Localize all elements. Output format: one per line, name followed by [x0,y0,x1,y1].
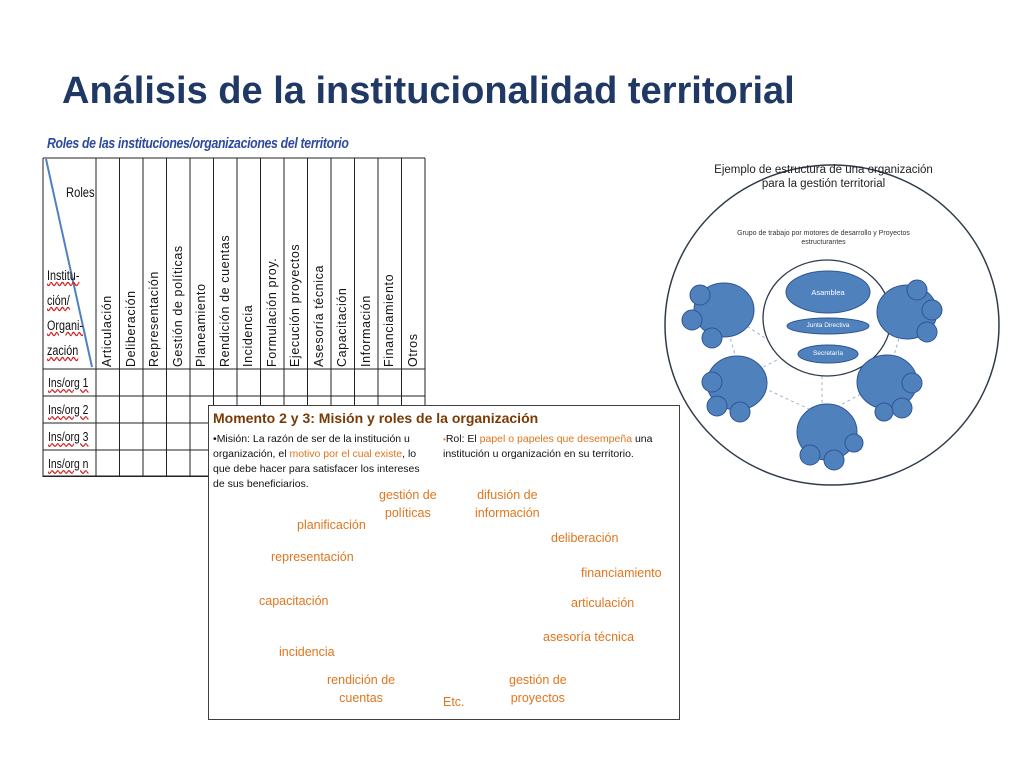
institution-header: Institu- ción/ Organi- zación [47,263,83,363]
organization-diagram [664,164,1000,486]
diagram-subtitle: Grupo de trabajo por motores de desarrol… [737,230,910,246]
inst-header-line: ción/ [47,293,70,308]
working-group-node-right-top [876,279,943,343]
box-title: Momento 2 y 3: Misión y roles de la orga… [213,410,539,426]
column-header: Rendición de cuentas [217,234,232,367]
asamblea-label: Asamblea [811,288,845,297]
row-header: Ins/org 1 [48,375,89,390]
word-difusion-informacion: difusión de información [475,488,540,520]
rol-bullet: • [443,435,446,444]
column-header: Capacitación [335,287,349,367]
word-gestion-politicas: gestión de políticas [379,488,437,520]
header-diagonal [45,158,93,368]
inst-header-line: zación [47,343,79,358]
working-group-node-left-bottom [701,355,768,423]
inst-header-line: Institu- [47,268,80,283]
word-rendicion-cuentas: rendición de cuentas [327,673,396,705]
asamblea-node [785,270,871,314]
word-etc: Etc. [443,695,465,709]
slide-title: Análisis de la institucionalidad territo… [62,70,795,112]
column-header: Incidencia [241,304,255,367]
mision-definition: •Misión: La razón de ser de la instituci… [213,432,425,492]
momento-box: Momento 2 y 3: Misión y roles de la orga… [208,405,680,720]
word-gestion-proyectos: gestión de proyectos [509,673,567,705]
word-deliberacion: deliberación [551,531,619,545]
row-header: Ins/org 2 [48,402,89,417]
secretaria-label: Secretaría [813,350,843,357]
roles-header: Roles [66,184,95,200]
junta-label: Junta Directiva [806,322,850,329]
word-capacitacion: capacitación [259,594,329,608]
row-header: Ins/org n [48,456,89,471]
diagram-title: Ejemplo de estructura de una organizació… [714,164,933,190]
word-financiamiento: financiamiento [581,566,662,580]
mision-bullet: • [213,433,217,445]
word-representacion: representación [271,550,354,564]
mision-text: Misión: La razón de ser de la institució… [213,433,410,460]
inst-header-line: Organi- [47,318,84,333]
column-header: Asesoría técnica [311,264,326,367]
rol-definition: •Rol: El papel o papeles que desempeña u… [443,432,671,462]
column-header: Deliberación [123,290,138,367]
working-group-node-left-top [681,282,755,349]
column-header: Gestión de políticas [170,245,185,367]
word-incidencia: incidencia [279,645,335,659]
working-group-node-bottom [796,403,864,471]
column-header: Ejecución proyectos [288,243,302,367]
mision-highlight: motivo por el cual existe [289,448,403,460]
column-header: Otros [405,333,420,367]
column-header: Formulación proy. [264,257,279,367]
secretaria-node [797,344,859,364]
junta-node [786,317,870,335]
row-header: Ins/org 3 [48,429,89,444]
rol-highlight: papel o papeles que desempeña [479,433,633,445]
working-group-node-right-bottom [856,354,923,422]
column-header: Articulación [100,295,114,367]
word-asesoria-tecnica: asesoría técnica [543,630,635,644]
table-title: Roles de las instituciones/organizacione… [47,135,349,152]
column-header: Financiamiento [382,273,396,367]
rol-text-end: una institución u organización en su ter… [443,433,653,460]
mision-text-end: , lo que debe hacer para satisfacer los … [213,448,420,490]
column-header: Representación [147,271,161,367]
column-header: Información [358,295,373,367]
word-articulacion: articulación [571,596,635,610]
word-planificacion: planificación [297,518,366,532]
column-header: Planeamiento [194,283,208,367]
rol-text: Rol: El [445,433,480,445]
